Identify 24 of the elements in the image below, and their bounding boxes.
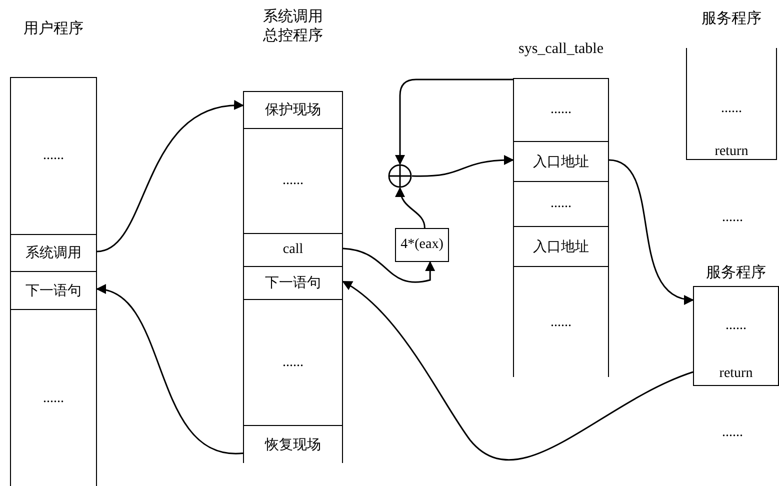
offset-box: 4*(eax) bbox=[395, 228, 449, 262]
column-heading: 系统调用总控程序 bbox=[262, 8, 324, 46]
arrow bbox=[342, 248, 436, 283]
memory-cell: ...... bbox=[11, 309, 96, 486]
memory-cell: 恢复现场 bbox=[244, 425, 342, 464]
column-heading: 用户程序 bbox=[24, 20, 84, 39]
ellipsis-text: ...... bbox=[722, 209, 743, 227]
code-text: return bbox=[719, 365, 753, 383]
code-text: ...... bbox=[726, 317, 746, 335]
arrow bbox=[608, 159, 694, 304]
arrow bbox=[395, 78, 513, 165]
code-text: return bbox=[714, 143, 748, 161]
arrow bbox=[342, 280, 694, 460]
arrow bbox=[96, 286, 244, 454]
column-heading: sys_call_table bbox=[518, 40, 604, 59]
column-heading: 服务程序 bbox=[706, 264, 766, 283]
arrow bbox=[96, 101, 244, 252]
column-heading: 服务程序 bbox=[702, 10, 762, 29]
arrow bbox=[412, 155, 514, 177]
ellipsis-text: ...... bbox=[722, 424, 743, 442]
arrow bbox=[396, 187, 426, 228]
adder-symbol bbox=[388, 164, 412, 188]
memory-cell: ...... bbox=[514, 266, 608, 378]
code-text: ...... bbox=[721, 100, 742, 118]
